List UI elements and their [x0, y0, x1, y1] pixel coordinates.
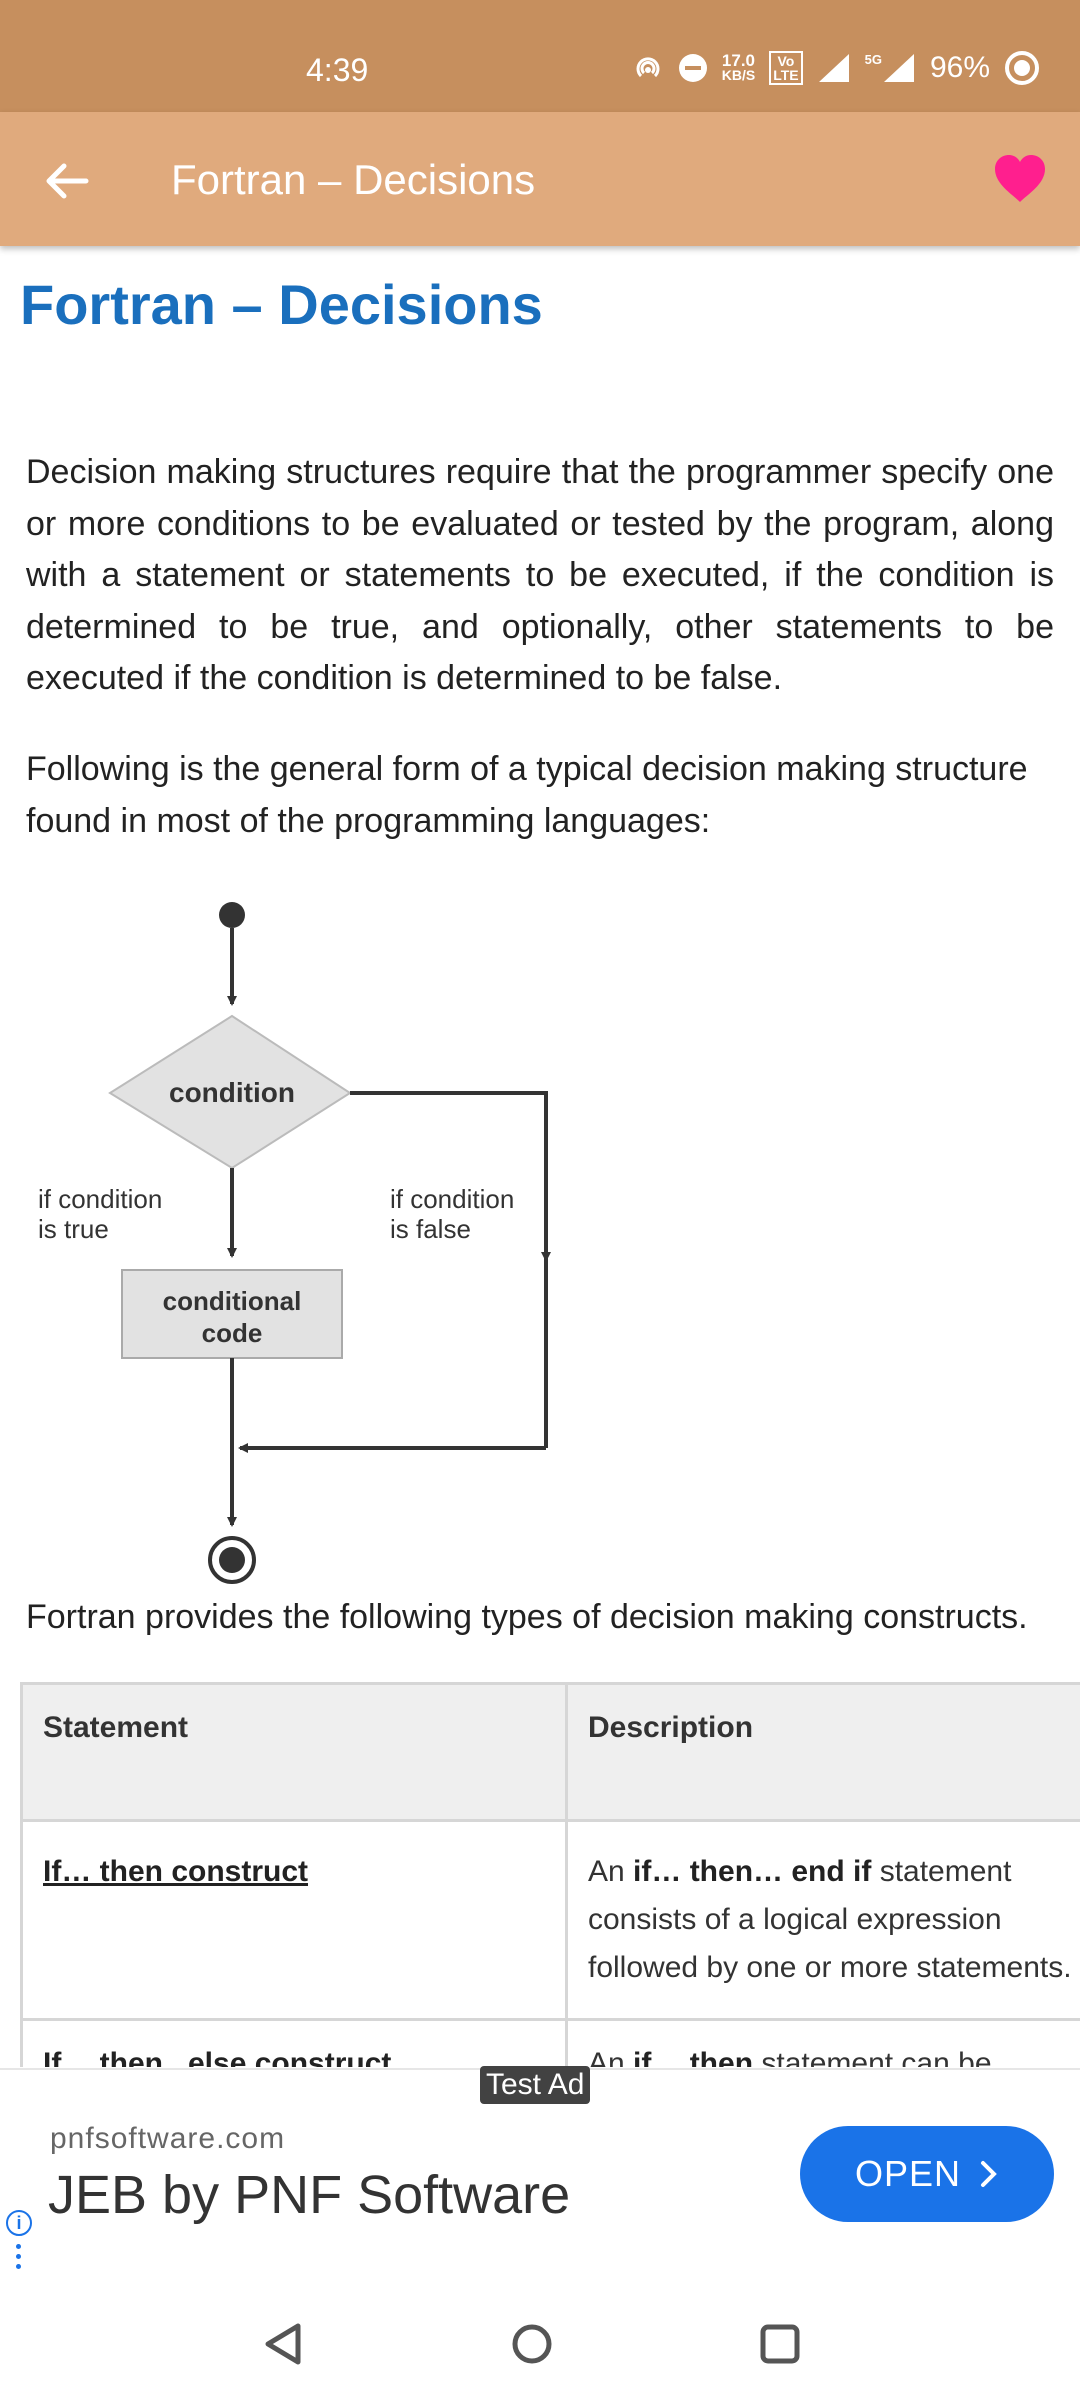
general-form-paragraph: Following is the general form of a typic… — [26, 750, 1028, 840]
hotspot-icon — [636, 57, 660, 78]
nav-recents-icon[interactable] — [750, 2314, 810, 2374]
ad-open-label: OPEN — [854, 2153, 962, 2194]
network-type: 5G — [864, 52, 882, 67]
battery-percent: 96% — [929, 51, 990, 84]
true-label-2: is true — [38, 1214, 109, 1244]
statement-link[interactable]: If… then...else construct — [20, 2018, 568, 2067]
system-nav-bar — [0, 2294, 1080, 2400]
statement-description: An if… then statement can be followed by… — [565, 2018, 1080, 2067]
ad-menu-dots-icon[interactable] — [16, 2244, 22, 2272]
ad-domain: pnfsoftware.com — [50, 2122, 286, 2155]
statement-description: An if… then… end if statement consists o… — [565, 1819, 1080, 2021]
back-arrow-icon[interactable] — [40, 154, 94, 208]
test-ad-tag: Test Ad — [480, 2066, 591, 2104]
app-bar-title: Fortran – Decisions — [171, 156, 536, 203]
table-row: If… then...else construct An if… then st… — [20, 2018, 1080, 2067]
table-header-description: Description — [565, 1682, 1080, 1822]
favorite-heart-icon[interactable] — [992, 152, 1048, 206]
false-label-1: if condition — [390, 1184, 514, 1214]
condition-label: condition — [169, 1077, 295, 1108]
page-title: Fortran – Decisions — [20, 273, 543, 336]
conditional-code-box — [121, 1269, 343, 1359]
ad-open-button[interactable]: OPEN — [800, 2126, 1054, 2222]
false-label-2: is false — [390, 1214, 471, 1244]
status-time: 4:39 — [306, 52, 369, 88]
ad-title[interactable]: JEB by PNF Software — [48, 2165, 571, 2225]
table-header-statement: Statement — [20, 1682, 568, 1822]
code-label-1: conditional — [163, 1286, 302, 1316]
true-label-1: if condition — [38, 1184, 162, 1214]
nav-home-icon[interactable] — [502, 2314, 562, 2374]
end-node-inner — [219, 1547, 245, 1573]
ad-info-icon[interactable]: i — [6, 2210, 32, 2236]
start-node — [219, 902, 245, 928]
constructs-table: Statement Description If… then construct… — [20, 1682, 1080, 2067]
decision-flowchart: condition if condition is true if condit… — [38, 902, 551, 1584]
chevron-right-icon — [981, 2161, 997, 2187]
table-row: If… then construct An if… then… end if s… — [20, 1819, 1080, 2021]
signal-icon — [818, 54, 849, 82]
false-branch-line — [350, 1091, 551, 1262]
table-header-row: Statement Description — [20, 1682, 1080, 1822]
dnd-icon — [678, 54, 707, 82]
app-bar: Fortran – Decisions — [0, 112, 1080, 246]
nav-back-icon[interactable] — [254, 2314, 314, 2374]
statement-link[interactable]: If… then construct — [20, 1819, 568, 2021]
code-label-2: code — [202, 1318, 263, 1348]
constructs-paragraph: Fortran provides the following types of … — [26, 1598, 1028, 1636]
intro-paragraph: Decision making structures require that … — [26, 453, 1054, 697]
signal-icon-2 — [883, 54, 914, 82]
battery-icon — [1005, 51, 1039, 85]
